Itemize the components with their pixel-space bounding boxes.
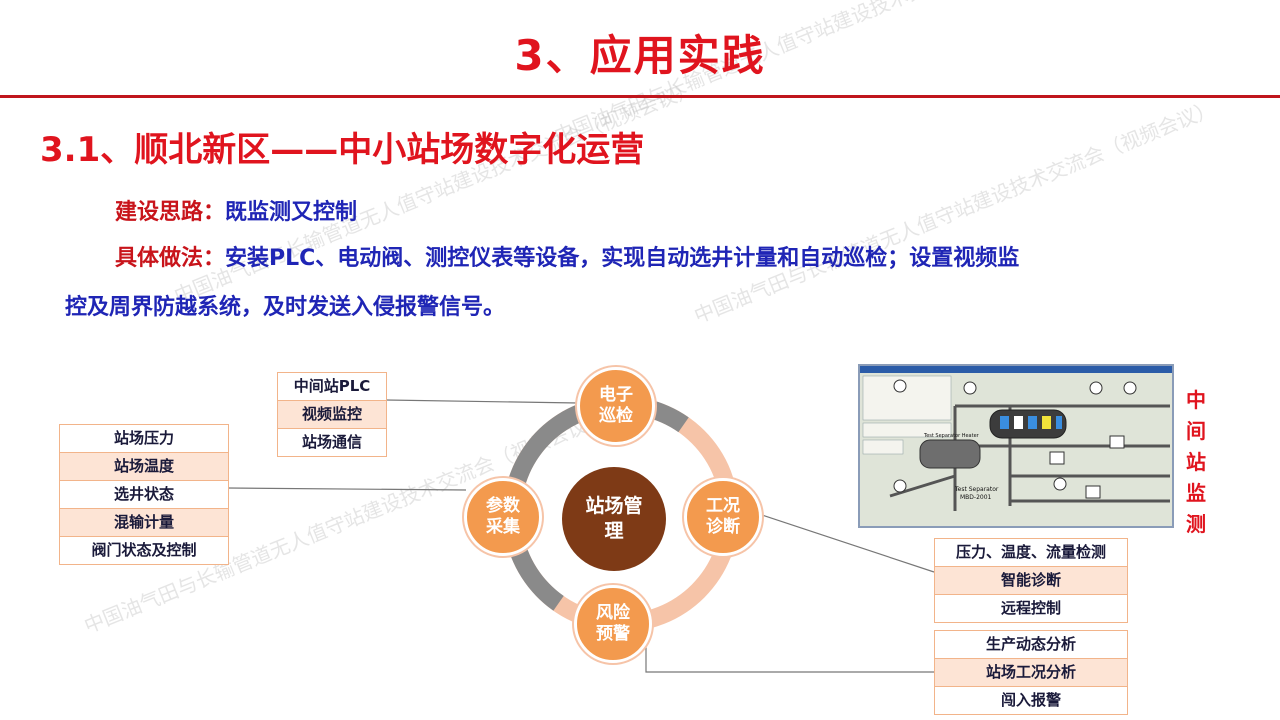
scada-screenshot: Test Separator Heater Test Separator MBD… — [858, 364, 1174, 528]
title-divider — [0, 95, 1280, 98]
list-item: 远程控制 — [1000, 599, 1061, 617]
list-item: 站场通信 — [301, 433, 362, 451]
list-item: 闯入报警 — [1000, 691, 1061, 709]
top-inspection-box: 中间站PLC 视频监控 站场通信 — [277, 372, 387, 457]
left-parameter-box: 站场压力 站场温度 选井状态 混输计量 阀门状态及控制 — [59, 424, 229, 565]
list-item: 站场温度 — [60, 453, 228, 481]
list-item: 站场压力 — [60, 425, 228, 453]
connector-line — [755, 512, 935, 573]
cycle-node-top: 电子巡检 — [577, 367, 655, 445]
cycle-center-node: 站场管理 — [562, 467, 666, 571]
connector-line — [645, 620, 934, 673]
connector-line — [385, 399, 579, 404]
list-item: 混输计量 — [60, 509, 228, 537]
scada-vessel-label: Test Separator Heater — [923, 433, 980, 439]
connector-line — [227, 487, 467, 491]
idea-line: 建设思路：既监测又控制 — [115, 194, 357, 226]
list-item: 中间站PLC — [278, 373, 386, 401]
list-item: 站场工况分析 — [935, 659, 1127, 687]
list-item: 视频监控 — [278, 401, 386, 429]
method-label: 具体做法： — [115, 246, 226, 271]
section-subtitle: 3.1、顺北新区——中小站场数字化运营 — [40, 130, 645, 170]
method-text-1: 安装PLC、电动阀、测控仪表等设备，实现自动选井计量和自动巡检；设置视频监 — [225, 246, 1020, 271]
method-line-2: 控及周界防越系统，及时发送入侵报警信号。 — [65, 295, 506, 320]
scada-separator-id: MBD-2001 — [960, 494, 992, 501]
screen-side-label: 中间站监测 — [1186, 388, 1206, 536]
cycle-node-left: 参数采集 — [464, 478, 542, 556]
list-item: 生产动态分析 — [935, 631, 1127, 659]
list-item: 选井状态 — [60, 481, 228, 509]
scada-process-diagram: Test Separator Heater Test Separator MBD… — [860, 366, 1172, 511]
list-item: 阀门状态及控制 — [91, 541, 197, 559]
scada-separator-title: Test Separator — [954, 486, 999, 493]
right-warning-box: 生产动态分析 站场工况分析 闯入报警 — [934, 630, 1128, 715]
idea-text: 既监测又控制 — [225, 200, 358, 225]
cycle-node-bottom: 风险预警 — [574, 585, 652, 663]
list-item: 压力、温度、流量检测 — [935, 539, 1127, 567]
idea-label: 建设思路： — [115, 200, 226, 225]
cycle-node-right: 工况诊断 — [684, 478, 762, 556]
right-diagnosis-box: 压力、温度、流量检测 智能诊断 远程控制 — [934, 538, 1128, 623]
page-title: 3、应用实践 — [514, 31, 766, 80]
method-line: 具体做法：安装PLC、电动阀、测控仪表等设备，实现自动选井计量和自动巡检；设置视… — [115, 240, 1245, 272]
list-item: 智能诊断 — [935, 567, 1127, 595]
